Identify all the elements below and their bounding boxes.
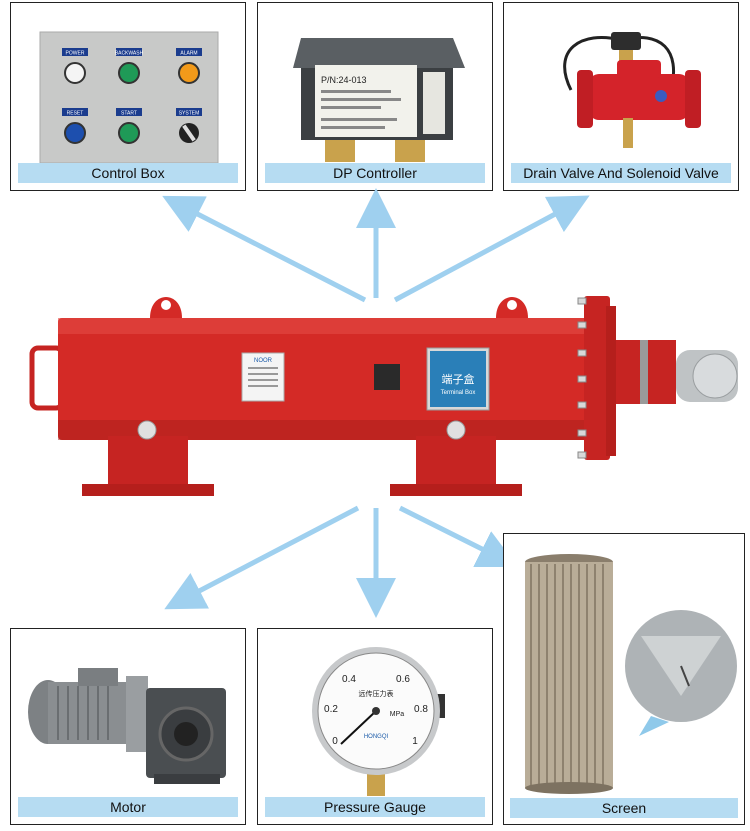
screen-caption: Screen xyxy=(510,798,738,818)
gauge-title: 远传压力表 xyxy=(359,689,394,698)
control-box-caption: Control Box xyxy=(18,163,238,183)
start-button xyxy=(118,122,140,144)
drain-valve-caption: Drain Valve And Solenoid Valve xyxy=(511,163,731,183)
terminal-box: 端子盒 Terminal Box xyxy=(426,347,490,411)
dp-controller-photo: P/N:24-013 xyxy=(265,10,485,163)
start-label: START xyxy=(121,111,137,117)
drain-valve-photo xyxy=(511,10,731,163)
gauge-tick-0.6: 0.6 xyxy=(396,674,410,685)
gauge-unit: MPa xyxy=(390,711,405,718)
filter-diagram: NOOR 端子盒 Terminal Box xyxy=(29,188,738,618)
motor-caption: Motor xyxy=(18,797,238,817)
alarm-indicator xyxy=(178,62,200,84)
motor-photo xyxy=(18,636,238,796)
reset-button xyxy=(64,122,86,144)
pressure-gauge-caption: Pressure Gauge xyxy=(265,797,485,817)
gauge-tick-0.2: 0.2 xyxy=(324,704,338,715)
pressure-gauge-card: 0 0.2 0.4 0.6 0.8 1 远传压力表 MPa HONGQI Pre… xyxy=(257,628,493,825)
dp-port-box xyxy=(374,364,400,390)
flange-bolts xyxy=(577,297,587,459)
gauge-brand: HONGQI xyxy=(364,734,389,740)
alarm-label: ALARM xyxy=(180,51,197,57)
control-box-card: POWER BACKWASH ALARM RESET START SYSTEM … xyxy=(10,2,246,191)
arrow-to-drain-valve xyxy=(393,195,590,303)
arrow-to-motor xyxy=(164,505,360,610)
gauge-tick-1: 1 xyxy=(412,736,418,747)
gauge-needle xyxy=(340,710,377,745)
control-box-photo: POWER BACKWASH ALARM RESET START SYSTEM xyxy=(18,10,238,163)
filter-body xyxy=(29,296,616,496)
power-label: POWER xyxy=(66,51,85,57)
screen-photo xyxy=(511,546,739,796)
drain-valve-card: Drain Valve And Solenoid Valve xyxy=(503,2,739,191)
svg-text:NOOR: NOOR xyxy=(254,358,273,364)
pressure-gauge-photo: 0 0.2 0.4 0.6 0.8 1 远传压力表 MPa HONGQI xyxy=(265,636,485,796)
power-indicator xyxy=(64,62,86,84)
dp-controller-caption: DP Controller xyxy=(265,163,485,183)
motor-card: Motor xyxy=(10,628,246,825)
nameplate: NOOR xyxy=(241,352,285,402)
filter-motor-housing xyxy=(616,340,738,404)
gauge-tick-0.8: 0.8 xyxy=(414,704,428,715)
system-label: SYSTEM xyxy=(179,111,200,117)
backwash-indicator xyxy=(118,62,140,84)
arrow-to-control-box xyxy=(162,195,367,303)
dp-controller-card: P/N:24-013 DP Controller xyxy=(257,2,493,191)
gauge-tick-0.4: 0.4 xyxy=(342,674,356,685)
svg-text:端子盒: 端子盒 xyxy=(442,372,475,386)
screen-card: Screen xyxy=(503,533,745,825)
dp-part-number: P/N:24-013 xyxy=(321,75,367,85)
reset-label: RESET xyxy=(67,111,84,117)
svg-text:Terminal Box: Terminal Box xyxy=(441,390,476,396)
backwash-label: BACKWASH xyxy=(115,51,144,57)
arrow-to-screen xyxy=(398,505,518,567)
gauge-tick-0: 0 xyxy=(332,736,338,747)
